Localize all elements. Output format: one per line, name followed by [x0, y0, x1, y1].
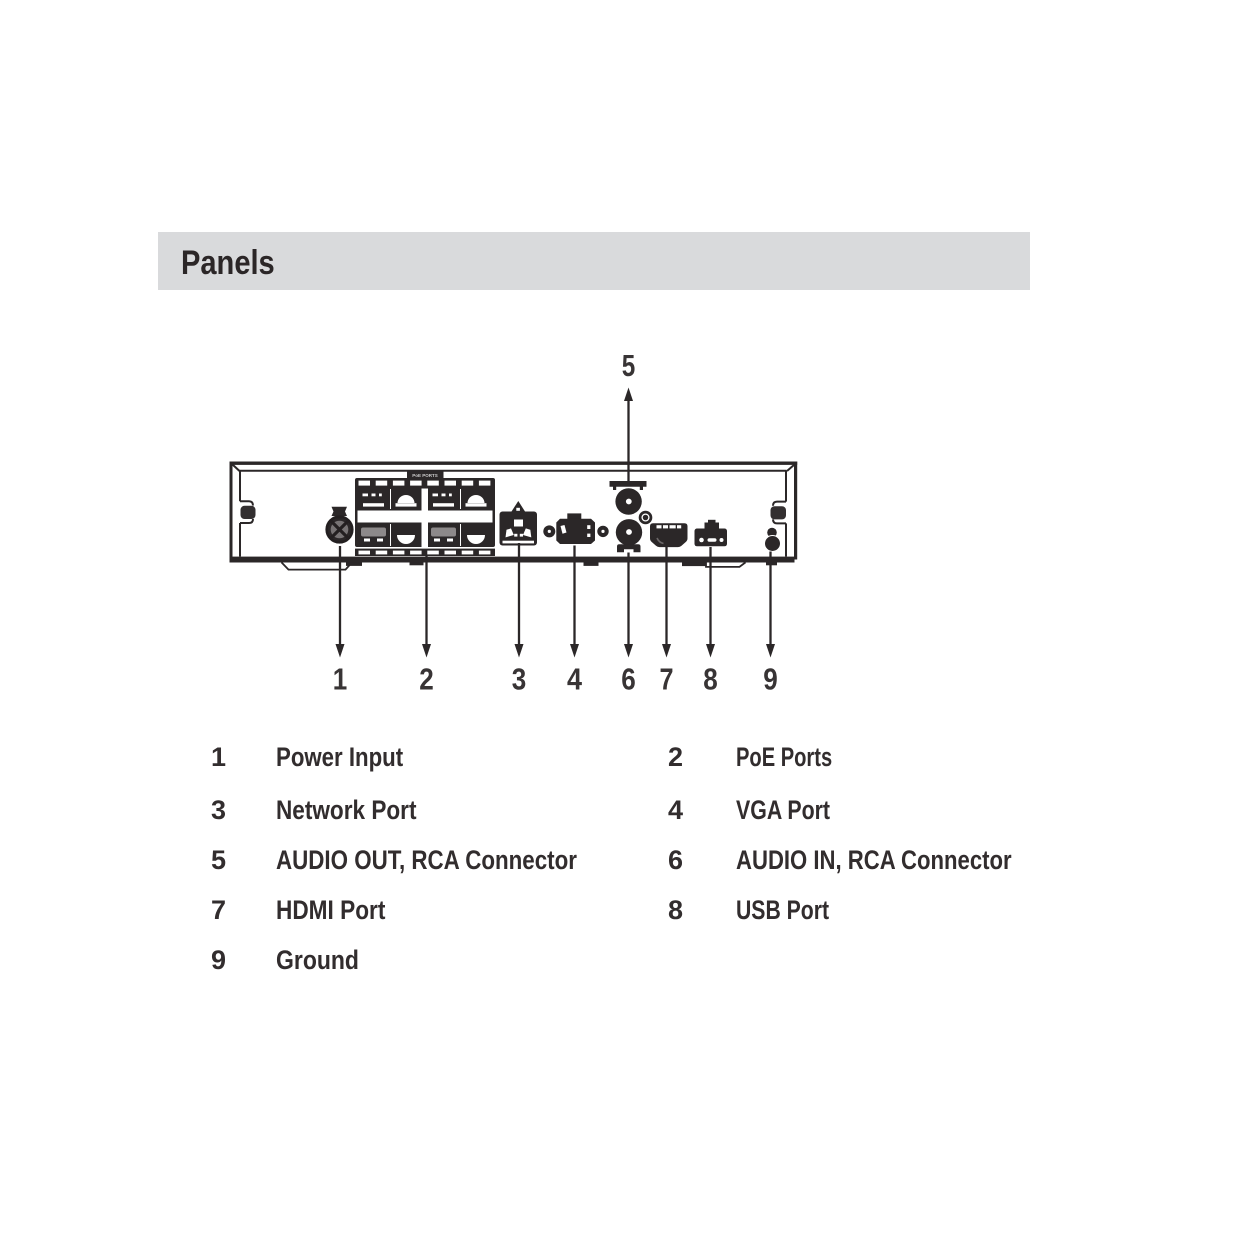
svg-text:9: 9: [763, 662, 778, 697]
svg-text:6: 6: [621, 662, 636, 697]
svg-text:1: 1: [333, 662, 348, 697]
svg-text:2: 2: [419, 662, 434, 697]
svg-text:4: 4: [567, 662, 583, 697]
svg-text:8: 8: [703, 662, 718, 697]
svg-text:7: 7: [660, 662, 674, 697]
svg-text:PoE PORTS: PoE PORTS: [412, 473, 438, 478]
svg-text:5: 5: [622, 348, 636, 383]
svg-text:3: 3: [512, 662, 527, 697]
